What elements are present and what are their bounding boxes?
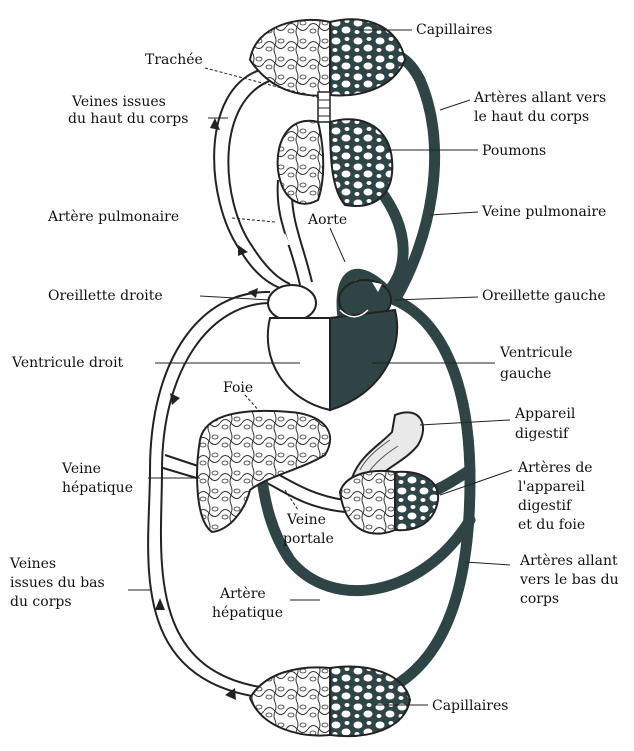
lung-right [330, 119, 392, 206]
arrow-icon [280, 233, 290, 245]
digestive-system [340, 412, 438, 533]
label-veine-pulmonaire: Veine pulmonaire [481, 204, 606, 220]
arrow-icon [155, 598, 165, 610]
label-arteres-haut: le haut du corps [474, 109, 589, 125]
capillaries-bottom [250, 667, 410, 737]
lung-left [278, 121, 324, 204]
arrow-icon [318, 596, 330, 606]
heart [268, 280, 397, 410]
label-veines-haut: Veines issues [71, 94, 166, 110]
pulmonary-vein [380, 190, 403, 295]
label-artere-hepatique: Artère [219, 586, 266, 602]
capillaries-top [250, 19, 405, 95]
label-arteres-bas: Artères allant [519, 553, 618, 569]
label-arteres-digestif: l'appareil [518, 479, 585, 495]
arrow-icon [452, 150, 462, 162]
label-veine-portale: portale [283, 531, 334, 547]
vena-cava-superior [214, 70, 285, 290]
label-arteres-haut: Artères allant vers [473, 90, 606, 106]
left-ventricle [330, 310, 397, 410]
label-veines-bas: du corps [10, 594, 72, 610]
label-ventricule-gauche: Ventricule [499, 345, 573, 361]
label-appareil-digestif: Appareil [514, 406, 576, 422]
flow-arrows [155, 118, 468, 700]
label-oreillette-droite: Oreillette droite [48, 288, 163, 304]
label-artere-pulmonaire: Artère pulmonaire [47, 209, 179, 225]
label-veines-haut: du haut du corps [68, 111, 188, 127]
label-artere-hepatique: hépatique [212, 605, 283, 621]
label-veine-hepatique: Veine [61, 461, 101, 477]
label-aorte: Aorte [307, 212, 347, 228]
label-trachee: Trachée [145, 52, 203, 68]
label-ventricule-gauche: gauche [500, 366, 551, 382]
label-veines-bas: issues du bas [10, 575, 105, 591]
arrow-icon [248, 288, 258, 298]
label-veines-bas: Veines [9, 556, 56, 572]
label-foie: Foie [223, 380, 253, 396]
lungs [278, 92, 393, 206]
label-arteres-digestif: digestif [518, 498, 573, 514]
label-appareil-digestif: digestif [515, 426, 570, 442]
label-arteres-digestif: Artères de [517, 460, 593, 476]
label-poumons: Poumons [482, 143, 546, 159]
label-veine-hepatique: hépatique [62, 480, 133, 496]
gut-capillaries [340, 471, 395, 534]
right-ventricle [268, 318, 330, 410]
label-arteres-bas: corps [520, 591, 559, 607]
label-veine-portale: Veine [286, 512, 326, 528]
arrow-icon [458, 330, 468, 342]
label-capillaires-top: Capillaires [416, 22, 492, 38]
label-arteres-bas: vers le bas du [519, 572, 619, 588]
label-arteres-digestif: et du foie [518, 517, 585, 533]
right-atrium [268, 285, 316, 321]
label-ventricule-droit: Ventricule droit [11, 355, 124, 371]
arrow-icon [170, 393, 180, 405]
label-capillaires-bottom: Capillaires [432, 698, 508, 714]
label-oreillette-gauche: Oreillette gauche [482, 288, 606, 304]
trachea [318, 92, 330, 122]
